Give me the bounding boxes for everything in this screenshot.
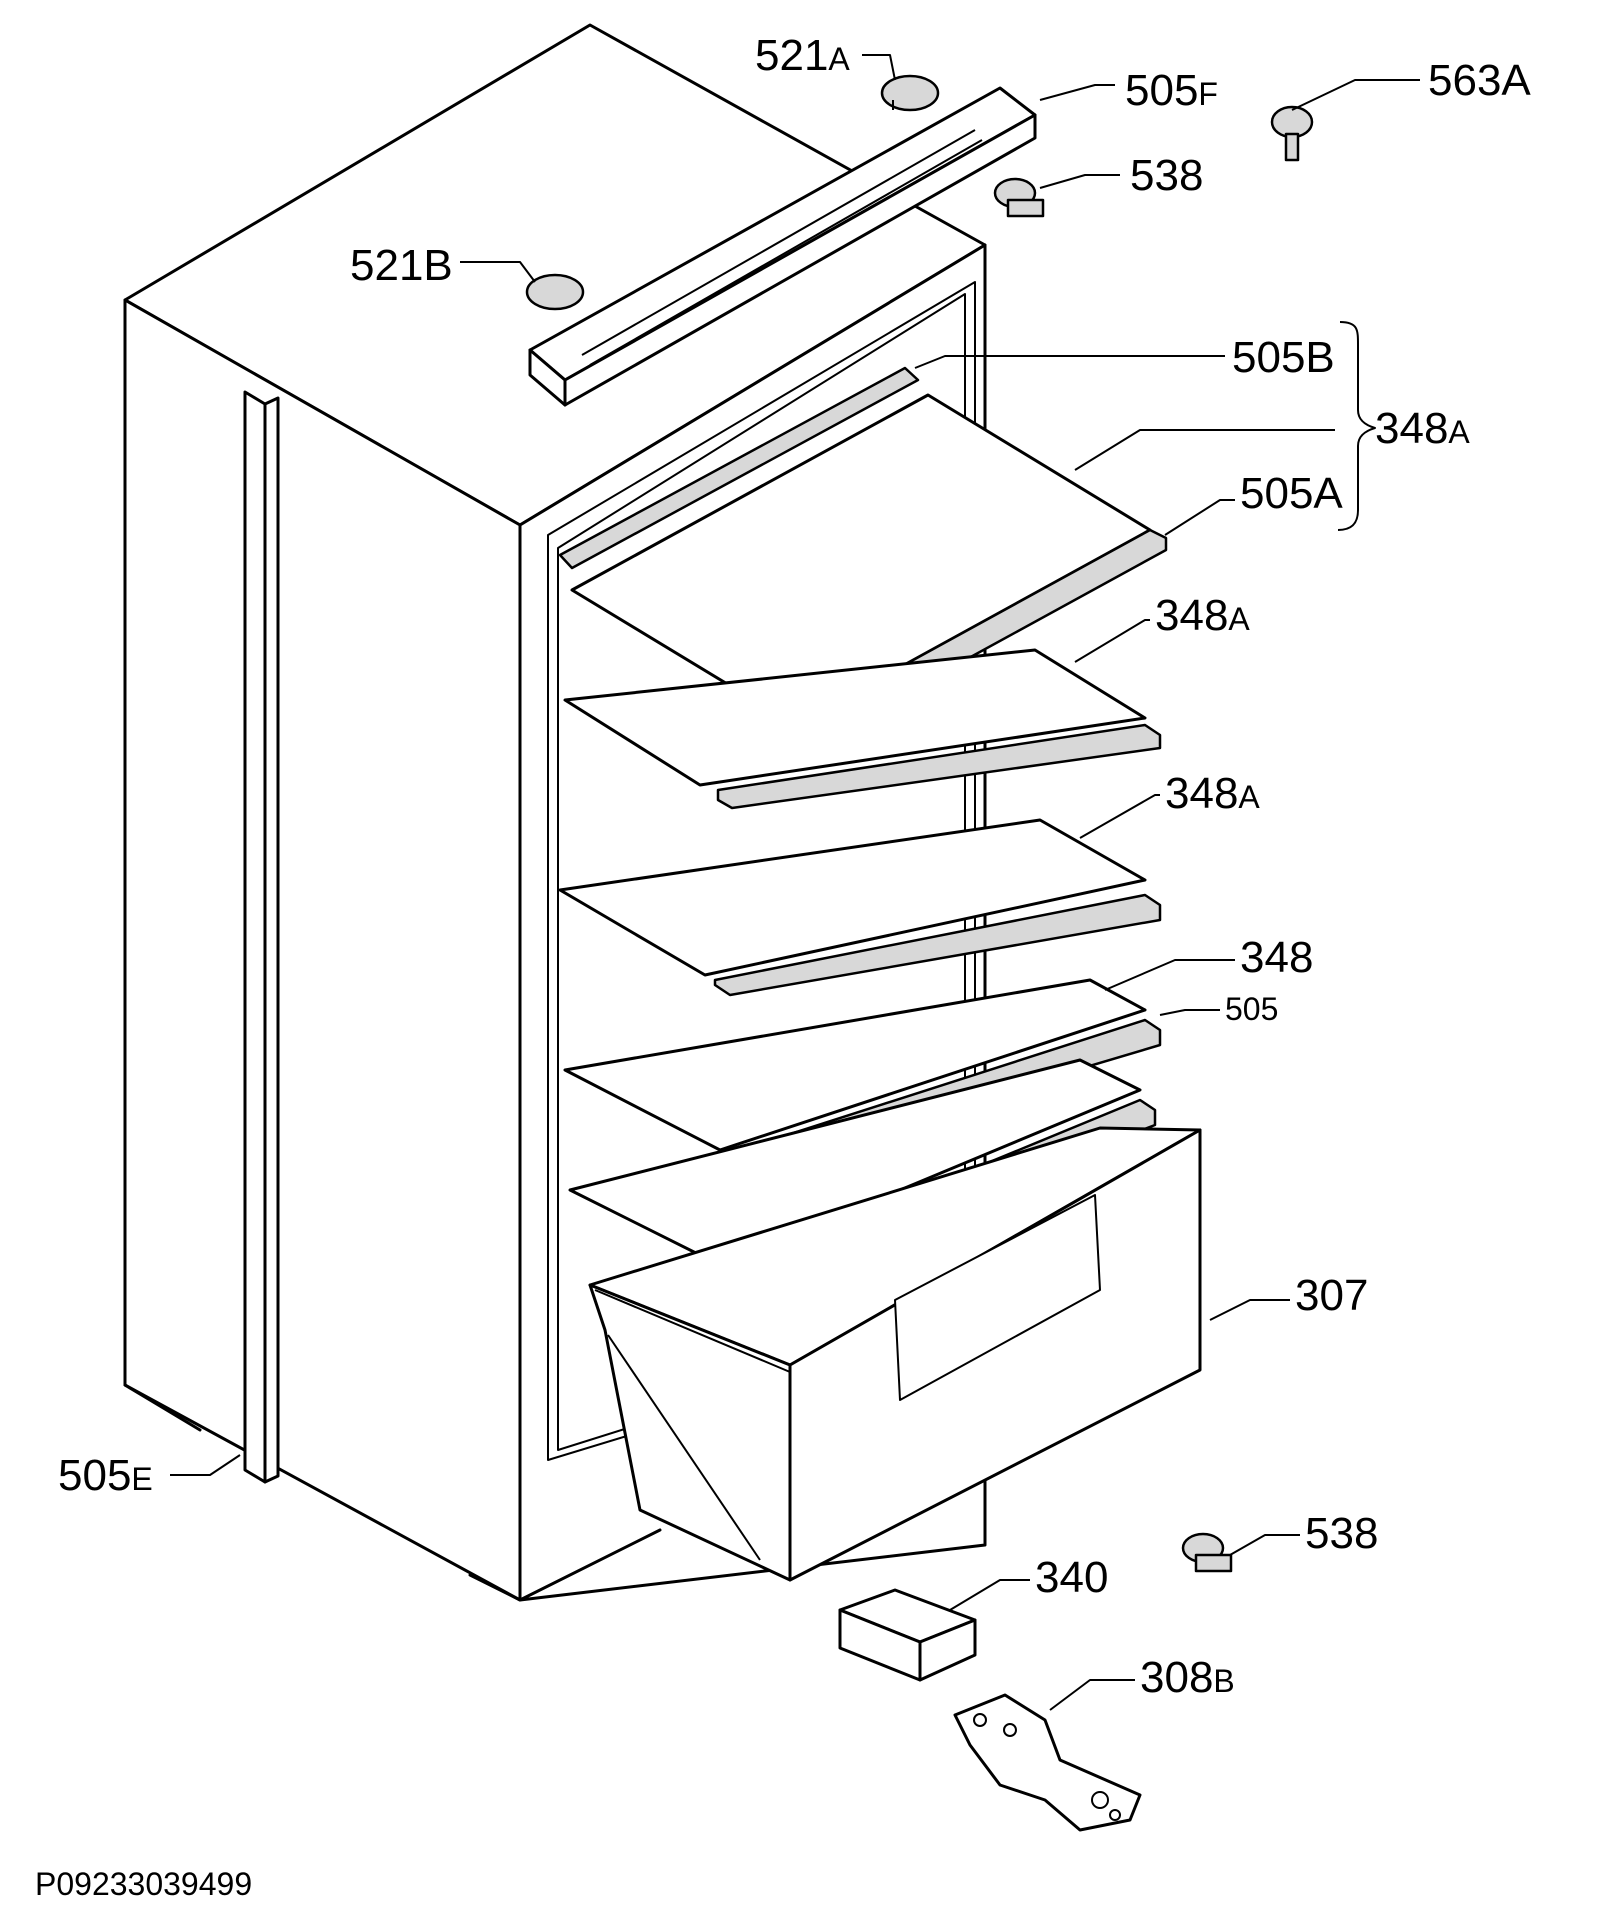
hinge-pin-top [993,177,1045,218]
part-labels: 521A 505F 563A 538 521B 505B 348A 505A 3… [58,31,1531,1702]
label-505f: 505F [1125,66,1218,115]
label-521a: 521A [755,31,850,80]
door-seal-strip [243,390,280,1484]
top-hinge-rail [528,86,1037,407]
label-348a-group: 348A [1375,404,1470,453]
label-340: 340 [1035,1553,1108,1602]
label-348a-3: 348A [1165,769,1260,818]
screw-563a [1270,105,1314,162]
group-brace [1337,321,1376,531]
label-348a-2: 348A [1155,591,1250,640]
label-538-bottom: 538 [1305,1509,1378,1558]
leader-lines [170,54,1420,1711]
hinge-pin-bottom [1181,1532,1233,1573]
drawing-code: P09233039499 [35,1866,252,1902]
label-348: 348 [1240,933,1313,982]
label-505: 505 [1225,991,1278,1027]
label-505e: 505E [58,1451,153,1500]
crisper-drawer [588,1126,1202,1582]
label-307: 307 [1295,1271,1368,1320]
label-538-top: 538 [1130,151,1203,200]
label-521b: 521B [350,241,453,290]
hinge-cover-521b [525,273,585,311]
label-563a: 563A [1428,56,1531,105]
label-505b: 505B [1232,333,1335,382]
glass-shelf-3 [558,818,1162,997]
label-505a: 505A [1240,469,1343,518]
shelf-back-rail [558,366,920,570]
hinge-cover-521a [880,74,940,112]
bottom-hinge-bracket [953,1693,1142,1832]
block-340 [838,1588,977,1682]
label-308b: 308B [1140,1653,1235,1702]
glass-shelf-2 [563,648,1162,810]
